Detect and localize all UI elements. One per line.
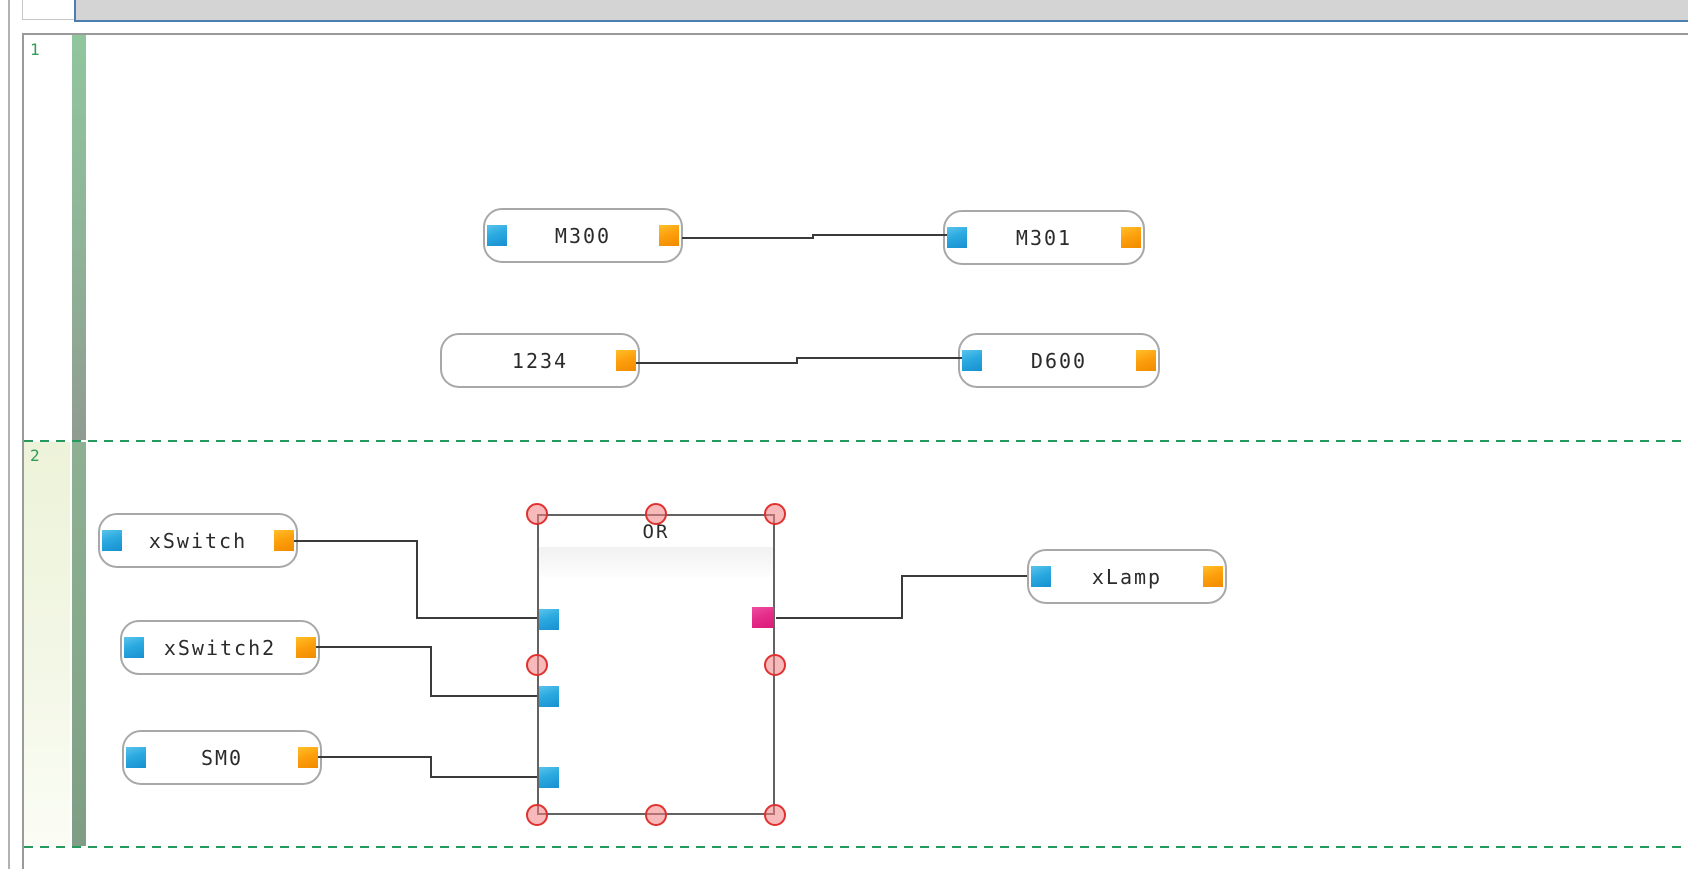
variable-block-xswitch2[interactable]: xSwitch2 bbox=[120, 620, 320, 675]
output-pin[interactable] bbox=[1136, 350, 1156, 371]
network-2-gutter[interactable] bbox=[24, 442, 70, 846]
variable-label: xLamp bbox=[1091, 564, 1163, 589]
wire-segment[interactable] bbox=[796, 357, 962, 359]
resize-handle-n[interactable] bbox=[645, 503, 667, 525]
wire-segment[interactable] bbox=[796, 357, 798, 364]
input-pin[interactable] bbox=[947, 227, 967, 248]
variable-block-sm0[interactable]: SM0 bbox=[122, 730, 322, 785]
output-pin[interactable] bbox=[659, 225, 679, 246]
wire-segment[interactable] bbox=[294, 540, 418, 542]
wire-segment[interactable] bbox=[416, 540, 418, 619]
output-pin[interactable] bbox=[1121, 227, 1141, 248]
resize-handle-ne[interactable] bbox=[764, 503, 786, 525]
wire-segment[interactable] bbox=[901, 575, 903, 619]
network-1-power-rail[interactable] bbox=[72, 35, 86, 440]
input-pin[interactable] bbox=[1031, 566, 1051, 587]
constant-block-1234[interactable]: 1234 bbox=[440, 333, 640, 388]
resize-handle-s[interactable] bbox=[645, 804, 667, 826]
function-block-or[interactable]: OR bbox=[537, 514, 775, 815]
wire-segment[interactable] bbox=[812, 234, 814, 239]
variable-block-xlamp[interactable]: xLamp bbox=[1027, 549, 1227, 604]
variable-label: SM0 bbox=[200, 745, 244, 770]
function-block-title: OR bbox=[642, 521, 670, 543]
output-pin[interactable] bbox=[1203, 566, 1223, 587]
wire-segment[interactable] bbox=[812, 234, 947, 236]
output-pin[interactable] bbox=[752, 607, 774, 628]
wire-segment[interactable] bbox=[901, 575, 1029, 577]
input-pin-3[interactable] bbox=[539, 767, 559, 788]
wire-segment[interactable] bbox=[316, 646, 432, 648]
variable-block-m301[interactable]: M301 bbox=[943, 210, 1145, 265]
output-pin[interactable] bbox=[298, 747, 318, 768]
output-pin[interactable] bbox=[616, 350, 636, 371]
editor-panel-top-border bbox=[22, 33, 1688, 35]
variable-label: D600 bbox=[1030, 348, 1088, 373]
network-1-number: 1 bbox=[30, 40, 40, 59]
wire-segment[interactable] bbox=[430, 756, 432, 778]
output-pin[interactable] bbox=[274, 530, 294, 551]
resize-handle-w[interactable] bbox=[526, 654, 548, 676]
input-pin-1[interactable] bbox=[539, 609, 559, 630]
network-2-selection-border-bottom bbox=[24, 846, 1688, 848]
variable-label: M300 bbox=[554, 223, 612, 248]
wire-segment[interactable] bbox=[636, 362, 798, 364]
wire-segment[interactable] bbox=[776, 617, 903, 619]
input-pin[interactable] bbox=[102, 530, 122, 551]
variable-block-xswitch[interactable]: xSwitch bbox=[98, 513, 298, 568]
network-1-gutter[interactable] bbox=[24, 35, 70, 440]
input-pin[interactable] bbox=[124, 637, 144, 658]
resize-handle-sw[interactable] bbox=[526, 804, 548, 826]
input-pin-2[interactable] bbox=[539, 686, 559, 707]
variable-label: xSwitch bbox=[148, 528, 248, 553]
window-splitter[interactable] bbox=[8, 0, 10, 869]
variable-label: M301 bbox=[1015, 225, 1073, 250]
variable-label: xSwitch2 bbox=[163, 635, 277, 660]
network-2-selection-border-top bbox=[24, 440, 1688, 442]
upper-network-left-border bbox=[22, 0, 23, 20]
input-pin[interactable] bbox=[962, 350, 982, 371]
upper-network-bottom-border bbox=[22, 19, 74, 20]
network-2-number: 2 bbox=[30, 446, 40, 465]
variable-block-m300[interactable]: M300 bbox=[483, 208, 683, 263]
function-block-header-band bbox=[539, 547, 773, 577]
variable-block-d600[interactable]: D600 bbox=[958, 333, 1160, 388]
constant-label: 1234 bbox=[511, 348, 569, 373]
wire-segment[interactable] bbox=[430, 776, 538, 778]
resize-handle-nw[interactable] bbox=[526, 503, 548, 525]
wire-segment[interactable] bbox=[416, 617, 538, 619]
wire-segment[interactable] bbox=[430, 646, 432, 697]
output-pin[interactable] bbox=[296, 637, 316, 658]
wire-segment[interactable] bbox=[318, 756, 432, 758]
input-pin[interactable] bbox=[126, 747, 146, 768]
wire-segment[interactable] bbox=[430, 695, 538, 697]
network-2-power-rail[interactable] bbox=[72, 442, 86, 846]
editor-panel-left-border bbox=[22, 33, 24, 869]
resize-handle-e[interactable] bbox=[764, 654, 786, 676]
program-header-bar[interactable] bbox=[74, 0, 1688, 22]
wire-segment[interactable] bbox=[682, 237, 814, 239]
resize-handle-se[interactable] bbox=[764, 804, 786, 826]
input-pin[interactable] bbox=[487, 225, 507, 246]
